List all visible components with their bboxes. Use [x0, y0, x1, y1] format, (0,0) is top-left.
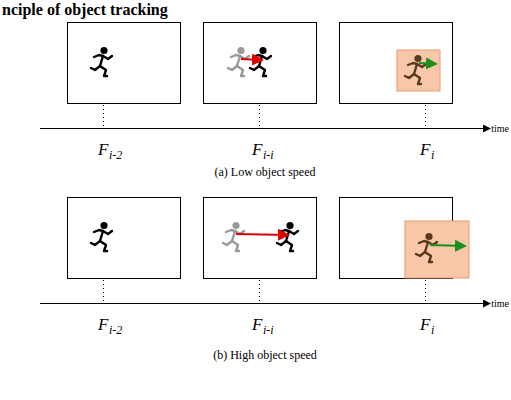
dotted-line — [103, 105, 104, 127]
frame-subscript: i-i — [263, 324, 274, 336]
time-axis — [40, 303, 490, 304]
frame-label: F — [252, 316, 262, 333]
frame-box — [68, 198, 181, 279]
dotted-line — [425, 280, 426, 302]
prediction-arrow — [419, 63, 436, 64]
runner-ghost — [223, 222, 244, 251]
frame-label: F — [420, 316, 430, 333]
runner-figure — [91, 47, 112, 76]
dotted-line — [425, 105, 426, 127]
frame-subscript: i-2 — [109, 324, 122, 336]
frame-subscript: i-i — [263, 149, 274, 161]
figure-title: nciple of object tracking — [2, 2, 168, 18]
motion-arrow — [236, 234, 288, 235]
dotted-line — [103, 280, 104, 302]
frame-box — [68, 23, 181, 104]
tracking-box — [405, 221, 469, 278]
motion-arrow — [241, 59, 262, 60]
frame-subscript: i — [431, 149, 434, 161]
axis-label: time — [491, 124, 509, 134]
runner-figure — [91, 222, 112, 251]
frame-box — [204, 198, 317, 279]
frame-box — [204, 23, 317, 104]
frame-label: F — [252, 141, 262, 158]
frame-subscript: i — [431, 324, 434, 336]
axis-label: time — [491, 299, 509, 309]
runner-figure — [250, 47, 271, 76]
frame-label: F — [98, 141, 108, 158]
runner-figure — [277, 222, 298, 251]
panel-a — [40, 23, 490, 129]
tracking-box — [397, 50, 440, 91]
dotted-line — [259, 105, 260, 127]
frame-label: F — [98, 316, 108, 333]
time-axis — [40, 128, 490, 129]
panel-caption: (b) High object speed — [213, 349, 317, 361]
runner-ghost — [228, 47, 249, 76]
prediction-arrow — [430, 245, 465, 246]
runner-figure — [416, 233, 437, 262]
panel-caption: (a) Low object speed — [215, 166, 316, 178]
frame-subscript: i-2 — [109, 149, 122, 161]
panel-b — [40, 198, 490, 304]
frame-label: F — [420, 141, 430, 158]
dotted-line — [259, 280, 260, 302]
frame-box — [340, 23, 453, 104]
runner-figure — [405, 55, 426, 84]
